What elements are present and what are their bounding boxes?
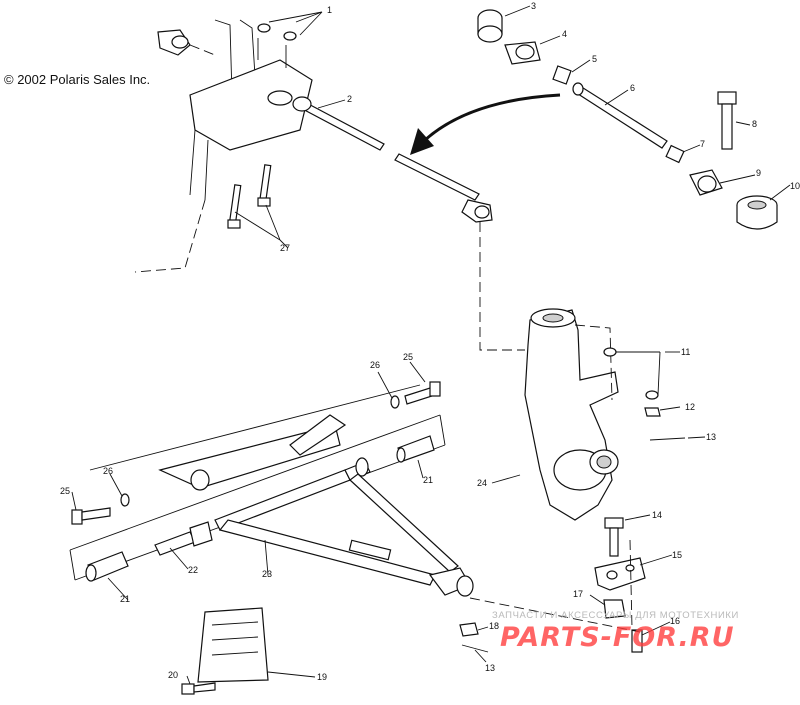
tie-rod-end-upper xyxy=(157,29,216,56)
bolts-27 xyxy=(227,164,281,241)
callout-15: 15 xyxy=(672,550,682,560)
lower-nut-cotter xyxy=(459,597,641,653)
washers-nuts-right xyxy=(603,347,686,441)
callout-23: 23 xyxy=(262,569,272,579)
callout-1: 1 xyxy=(327,5,332,15)
copyright-notice: © 2002 Polaris Sales Inc. xyxy=(4,72,151,87)
callout-13-lower: 13 xyxy=(485,663,495,673)
callout-18: 18 xyxy=(489,621,499,631)
callout-5: 5 xyxy=(592,54,597,64)
callout-4: 4 xyxy=(562,29,567,39)
callout-numbers: 1 2 3 4 5 6 7 8 9 10 11 12 13 14 15 16 1… xyxy=(60,1,800,682)
callout-12: 12 xyxy=(685,402,695,412)
pivot-bolts xyxy=(71,381,441,525)
callout-6: 6 xyxy=(630,83,635,93)
callout-8: 8 xyxy=(752,119,757,129)
ball-joint-hardware xyxy=(594,517,646,653)
callout-21-right: 21 xyxy=(423,475,433,485)
callout-22: 22 xyxy=(188,565,198,575)
tie-rod xyxy=(292,96,525,351)
direction-arrow xyxy=(410,93,561,155)
watermark-tagline: ЗАПЧАСТИ И АКСЕССУАРЫ ДЛЯ МОТОТЕХНИКИ xyxy=(492,610,739,621)
callout-19: 19 xyxy=(317,672,327,682)
callout-26-right: 26 xyxy=(370,360,380,370)
callout-20: 20 xyxy=(168,670,178,680)
leader-lines xyxy=(71,5,791,685)
callout-17: 17 xyxy=(573,589,583,599)
callout-14: 14 xyxy=(652,510,662,520)
bushings xyxy=(85,435,435,582)
lower-a-arm xyxy=(154,457,474,597)
callout-7: 7 xyxy=(700,139,705,149)
callout-24: 24 xyxy=(477,478,487,488)
callout-26-left: 26 xyxy=(103,466,113,476)
callout-2: 2 xyxy=(347,94,352,104)
skid-guard xyxy=(181,607,269,695)
callout-3: 3 xyxy=(531,1,536,11)
callout-11: 11 xyxy=(681,347,690,357)
callout-13: 13 xyxy=(706,432,716,442)
watermark-logo: PARTS-FOR.RU xyxy=(500,622,735,653)
callout-9: 9 xyxy=(756,168,761,178)
callout-25-right: 25 xyxy=(403,352,413,362)
callout-25-left: 25 xyxy=(60,486,70,496)
frame-tubes xyxy=(69,384,446,581)
callout-16: 16 xyxy=(670,616,680,626)
tie-rod-end-parts xyxy=(477,9,778,230)
spindle-knuckle xyxy=(524,308,619,521)
steering-post xyxy=(134,19,313,273)
callout-10: 10 xyxy=(790,181,800,191)
callout-21-left: 21 xyxy=(120,594,130,604)
callout-27: 27 xyxy=(280,243,290,253)
